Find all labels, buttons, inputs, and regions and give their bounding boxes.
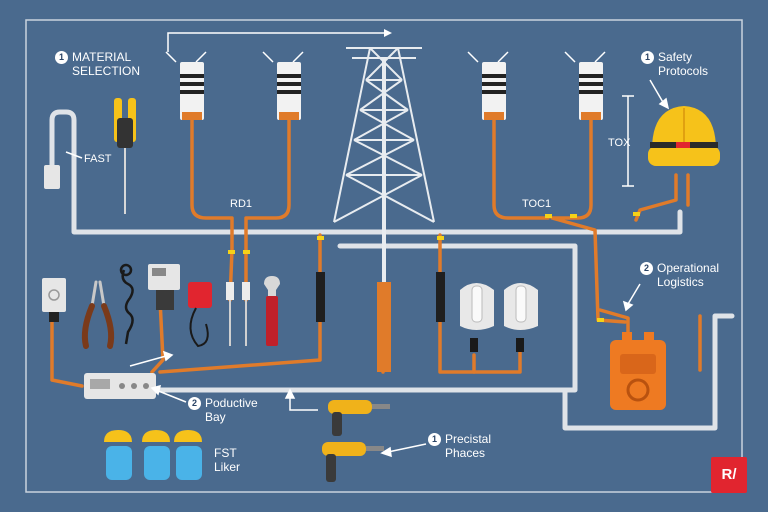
label-line: Logistics	[657, 275, 704, 290]
drill-icon	[328, 400, 390, 436]
label-fst-liker: FST Liker	[214, 446, 240, 474]
cable-sleeve	[316, 272, 325, 322]
label-rd1: RD1	[230, 198, 253, 210]
drill-icon	[322, 442, 384, 482]
label-material-selection: 1 MATERIAL SELECTION	[55, 50, 140, 78]
insulator-icon	[262, 51, 304, 120]
label-toc1: TOC1	[522, 198, 552, 210]
screwdriver-icon	[114, 98, 136, 214]
step-number-badge: 1	[55, 51, 68, 65]
fuse-icon	[188, 282, 212, 348]
label-line: Bay	[205, 410, 226, 425]
label-line: Liker	[214, 460, 241, 474]
cable-sleeve	[436, 272, 445, 322]
wrench-icon	[264, 276, 280, 346]
label-line: Protocols	[658, 64, 709, 79]
label-line: Safety	[658, 50, 693, 64]
worker-icon	[142, 430, 170, 480]
label-line: SELECTION	[72, 64, 141, 79]
cable-icon	[119, 263, 134, 345]
step-number-badge: 2	[640, 262, 653, 276]
hard-hat-icon	[648, 106, 720, 166]
label-poductive-bay: 2 Poductive Bay	[188, 396, 258, 424]
label-operational-logistics: 2 Operational Logistics	[640, 261, 719, 289]
insulator-icon	[165, 51, 207, 120]
label-line: Operational	[657, 261, 720, 275]
step-number-badge: 1	[641, 51, 654, 65]
tower-cable-stub	[377, 282, 391, 372]
label-tox: TOX	[608, 137, 631, 149]
step-number-badge: 1	[428, 433, 441, 447]
cable-joints	[228, 212, 640, 322]
generator-icon	[610, 332, 666, 410]
probe-icon	[226, 282, 250, 346]
insulator-icon	[467, 51, 509, 120]
switch-icon	[504, 283, 538, 352]
frame-border	[25, 19, 743, 493]
leader-arrows	[65, 79, 670, 458]
label-line: Poductive	[205, 396, 258, 410]
transmission-tower-icon	[333, 47, 435, 290]
worker-icon	[104, 430, 132, 480]
label-precistal-phaces: 1 Precistal Phaces	[428, 432, 491, 460]
meter-icon	[84, 264, 180, 399]
label-line: FST	[214, 446, 237, 460]
plug-icon	[42, 165, 66, 322]
label-fast: FAST	[84, 153, 112, 165]
label-line: MATERIAL	[72, 50, 132, 64]
label-safety-protocols: 1 Safety Protocols	[641, 50, 708, 78]
step-number-badge: 2	[188, 397, 201, 411]
label-line: Phaces	[445, 446, 486, 461]
logo-badge: R/	[711, 457, 747, 493]
pipe-network	[49, 109, 735, 431]
tox-bracket	[622, 95, 634, 187]
pliers-icon	[81, 280, 115, 349]
worker-icon	[174, 430, 202, 480]
switch-icon	[460, 283, 494, 352]
top-arrow	[167, 29, 392, 52]
insulator-icon	[564, 51, 606, 120]
label-line: Precistal	[445, 432, 492, 446]
